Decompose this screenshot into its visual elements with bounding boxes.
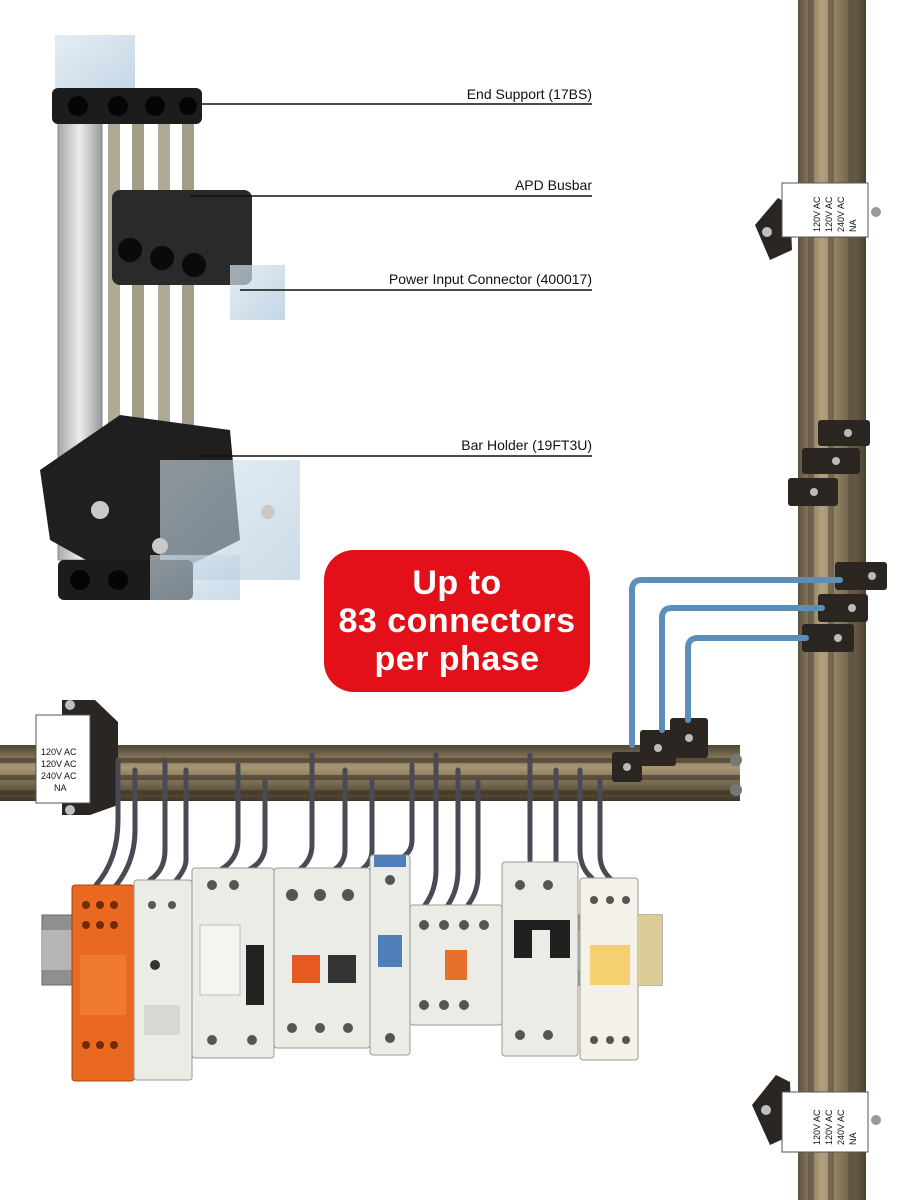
vertical-end-support-top: 120V AC 120V AC 240V AC NA [755, 182, 881, 260]
voltage-label-left-4: NA [54, 783, 67, 793]
voltage-label-bottom-1: 120V AC [812, 1109, 822, 1145]
device-wires [93, 752, 615, 908]
callout-busbar: APD Busbar [514, 177, 592, 193]
badge-line-3: per phase [374, 640, 540, 678]
device-terminal-relay [579, 877, 639, 1061]
vertical-end-support-bottom: 120V AC 120V AC 240V AC NA [752, 1075, 881, 1153]
device-circuit-breaker [369, 854, 411, 1056]
callout-power-input-connector: Power Input Connector (400017) [388, 271, 592, 287]
voltage-label-bottom-4: NA [848, 1132, 858, 1145]
vertical-bar-connectors [788, 420, 887, 652]
voltage-label-top-1: 120V AC [812, 196, 822, 232]
device-motor-starter-1 [191, 867, 275, 1059]
voltage-label-top-4: NA [848, 219, 858, 232]
voltage-label-left-1: 120V AC [41, 747, 77, 757]
device-rcd-breaker [501, 861, 579, 1057]
voltage-label-top-3: 240V AC [836, 196, 846, 232]
voltage-label-top-2: 120V AC [824, 196, 834, 232]
badge-line-1: Up to [412, 564, 502, 602]
rail-end-bracket [638, 915, 662, 985]
connector-capacity-badge: Up to 83 connectors per phase [324, 550, 590, 692]
callout-end-support: End Support (17BS) [466, 86, 592, 102]
voltage-label-left-2: 120V AC [41, 759, 77, 769]
horizontal-power-input-connector [612, 718, 708, 782]
voltage-label-left-3: 240V AC [41, 771, 77, 781]
device-power-supply [133, 879, 193, 1081]
device-motor-protector [273, 867, 371, 1049]
callout-leader-lines [190, 103, 592, 457]
device-contactor [409, 904, 503, 1026]
callout-bar-holder: Bar Holder (19FT3U) [461, 437, 592, 453]
blue-feeder-cables [629, 577, 843, 748]
horizontal-end-support: 120V AC 120V AC 240V AC NA [35, 700, 118, 815]
device-orange-safety-relay [71, 884, 135, 1082]
badge-line-2: 83 connectors [338, 602, 576, 640]
voltage-label-bottom-2: 120V AC [824, 1109, 834, 1145]
busbar-assembly-illustration [40, 35, 300, 600]
voltage-label-bottom-3: 240V AC [836, 1109, 846, 1145]
